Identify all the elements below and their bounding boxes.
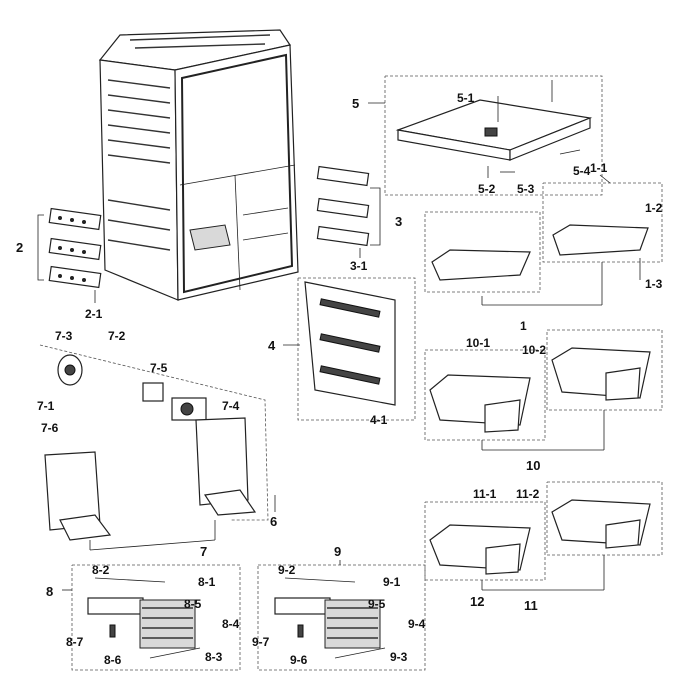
label-3: 3 <box>395 214 402 229</box>
label-9-5: 9-5 <box>368 597 386 611</box>
label-7-1: 7-1 <box>37 399 55 413</box>
part-5-cover <box>368 75 603 196</box>
label-4-1: 4-1 <box>370 413 388 427</box>
label-6: 6 <box>270 514 277 529</box>
label-5-2: 5-2 <box>478 182 496 196</box>
label-9-4: 9-4 <box>408 617 426 631</box>
part-9-assembly <box>257 560 426 671</box>
label-1-2: 1-2 <box>645 201 663 215</box>
label-7-6: 7-6 <box>41 421 59 435</box>
label-9-7: 9-7 <box>252 635 270 649</box>
label-5: 5 <box>352 96 359 111</box>
part-7-assembly <box>39 344 276 551</box>
label-9-3: 9-3 <box>390 650 408 664</box>
label-7: 7 <box>200 544 207 559</box>
label-8-3: 8-3 <box>205 650 223 664</box>
part-8-assembly <box>62 564 241 671</box>
label-10: 10 <box>526 458 540 473</box>
part-2-rail-set <box>37 207 102 303</box>
label-7-5: 7-5 <box>150 361 168 375</box>
label-8-4: 8-4 <box>222 617 240 631</box>
label-1: 1 <box>520 319 527 333</box>
cabinet <box>98 29 299 301</box>
label-12: 12 <box>470 594 484 609</box>
label-8-6: 8-6 <box>104 653 122 667</box>
label-11: 11 <box>524 598 538 613</box>
label-7-4: 7-4 <box>222 399 240 413</box>
callout-labels: 1 1-1 1-2 1-3 2 2-1 3 3-1 4 4-1 5 5-1 5-… <box>16 91 663 667</box>
label-9: 9 <box>334 544 341 559</box>
part-4-panel <box>283 277 416 421</box>
label-8-2: 8-2 <box>92 563 110 577</box>
label-9-2: 9-2 <box>278 563 296 577</box>
part-11-drawer-group <box>424 481 663 591</box>
label-11-2: 11-2 <box>516 487 540 501</box>
label-8-5: 8-5 <box>184 597 202 611</box>
label-8: 8 <box>46 584 53 599</box>
label-10-2: 10-2 <box>522 343 546 357</box>
part-3-rail-set <box>316 165 381 258</box>
label-3-1: 3-1 <box>350 259 368 273</box>
label-7-3: 7-3 <box>55 329 73 343</box>
label-10-1: 10-1 <box>466 336 490 350</box>
label-8-1: 8-1 <box>198 575 216 589</box>
part-10-drawer-group <box>424 329 663 451</box>
label-9-6: 9-6 <box>290 653 308 667</box>
label-1-3: 1-3 <box>645 277 663 291</box>
label-9-1: 9-1 <box>383 575 401 589</box>
label-5-4: 5-4 <box>573 164 591 178</box>
label-5-3: 5-3 <box>517 182 535 196</box>
label-5-1: 5-1 <box>457 91 475 105</box>
label-4: 4 <box>268 338 276 353</box>
label-7-2: 7-2 <box>108 329 126 343</box>
label-2: 2 <box>16 240 23 255</box>
label-2-1: 2-1 <box>85 307 103 321</box>
label-1-1: 1-1 <box>590 161 608 175</box>
label-8-7: 8-7 <box>66 635 84 649</box>
label-11-1: 11-1 <box>473 487 497 501</box>
part-1-shelf-group <box>424 174 663 306</box>
